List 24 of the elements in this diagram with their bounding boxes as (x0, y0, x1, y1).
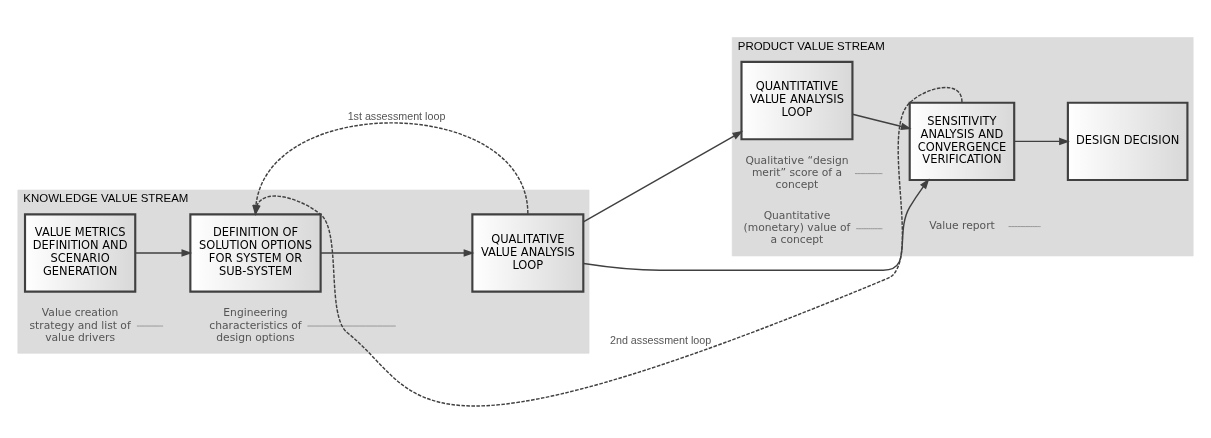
node-text: Value creation strategy and list of value drivers (29, 306, 131, 344)
node-text: Qualitative “design merit” score of a concept (745, 153, 849, 192)
arrow (582, 130, 744, 223)
connector (136, 325, 164, 327)
node-text: Quantitative (monetary) value of a concept (743, 209, 851, 247)
node-box: QUANTITATIVE VALUE ANALYSIS LOOP (740, 60, 854, 141)
connector (306, 325, 397, 327)
arrow (851, 113, 912, 131)
connector (1008, 226, 1042, 227)
node-text: Engineering characteristics of design options (209, 306, 302, 344)
node-text: Value report (929, 219, 995, 233)
node-box: DEFINITION OF SOLUTION OPTIONS FOR SYSTEM OR SUB-SYSTEM (189, 213, 322, 293)
arrow (320, 249, 475, 257)
node-box: DESIGN DECISION (1066, 101, 1189, 182)
edge-label: 2nd assessment loop (609, 333, 712, 346)
node-box: SENSITIVITY ANALYSIS AND CONVERGENCE VERIFICATION (908, 101, 1016, 182)
node-box: QUALITATIVE VALUE ANALYSIS LOOP (471, 213, 585, 293)
connector (854, 173, 883, 174)
connector (855, 228, 883, 230)
edge-label: 1st assessment loop (347, 109, 446, 122)
node-box: VALUE METRICS DEFINITION AND SCENARIO GENERATION (23, 213, 137, 293)
arrow (134, 249, 193, 257)
arrow (582, 178, 930, 271)
arrow (1013, 137, 1070, 146)
